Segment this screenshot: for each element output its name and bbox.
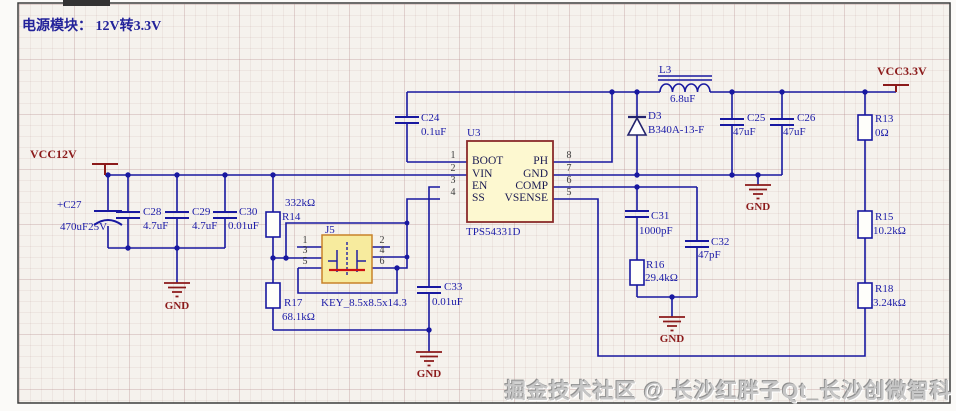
r18-value[interactable]: 3.24kΩ <box>873 297 906 309</box>
u3-pin8-number: 8 <box>566 150 572 161</box>
j5-pin1-number: 1 <box>302 235 308 246</box>
gnd-symbols[interactable] <box>164 184 771 367</box>
gnd-label-1[interactable]: GND <box>164 300 190 312</box>
u3-pin-vin: VIN <box>472 168 493 180</box>
vcc12v-port-icon <box>92 163 118 175</box>
u3-designator[interactable]: U3 <box>467 127 481 139</box>
c25-value[interactable]: 47uF <box>733 126 756 138</box>
key-switch-j5-symbol[interactable] <box>321 234 373 284</box>
r17-designator[interactable]: R17 <box>284 297 303 309</box>
wires[interactable] <box>105 91 896 357</box>
j5-designator[interactable]: J5 <box>325 224 335 236</box>
j5-pin4-number: 4 <box>379 245 385 256</box>
diode-d3-symbol[interactable] <box>626 115 648 136</box>
c28-value[interactable]: 4.7uF <box>143 220 169 232</box>
c32-designator[interactable]: C32 <box>711 236 730 248</box>
c30-value[interactable]: 0.01uF <box>228 220 259 232</box>
u3-pin4-number: 4 <box>450 187 456 198</box>
j5-pin3-number: 3 <box>302 245 308 256</box>
gnd-label-3[interactable]: GND <box>659 333 685 345</box>
c27-designator[interactable]: +C27 <box>57 199 82 211</box>
u3-pin3-number: 3 <box>450 175 456 186</box>
j5-pin6-number: 6 <box>379 256 385 267</box>
c31-value[interactable]: 1000pF <box>639 225 673 237</box>
u3-part[interactable]: TPS54331D <box>466 226 521 238</box>
c30-designator[interactable]: C30 <box>239 206 258 218</box>
r16-value[interactable]: 29.4kΩ <box>645 272 678 284</box>
c33-value[interactable]: 0.01uF <box>432 296 463 308</box>
c28-designator[interactable]: C28 <box>143 206 162 218</box>
u3-pin-ss: SS <box>472 192 485 204</box>
capacitor-symbols[interactable] <box>93 116 794 294</box>
resistor-symbols[interactable] <box>265 114 873 309</box>
gnd-icon-2 <box>745 184 771 200</box>
watermark: 掘金技术社区 @ 长沙红胖子Qt_长沙创微智科 <box>504 380 952 403</box>
c25-designator[interactable]: C25 <box>747 112 766 124</box>
d3-designator[interactable]: D3 <box>648 110 662 122</box>
r17-value[interactable]: 68.1kΩ <box>282 311 315 323</box>
j5-pin5-number: 5 <box>302 256 308 267</box>
u3-pin-ph: PH <box>533 155 548 167</box>
r16-designator[interactable]: R16 <box>646 259 665 271</box>
u3-pin6-number: 6 <box>566 175 572 186</box>
u3-pin-gnd: GND <box>523 168 548 180</box>
c29-value[interactable]: 4.7uF <box>192 220 218 232</box>
u3-pin-comp: COMP <box>515 180 548 192</box>
ic-u3-symbol[interactable] <box>466 140 554 223</box>
u3-pin-vsense: VSENSE <box>504 192 548 204</box>
u3-pin1-number: 1 <box>450 150 456 161</box>
c31-designator[interactable]: C31 <box>651 210 670 222</box>
j5-part[interactable]: KEY_8.5x8.5x14.3 <box>321 297 407 309</box>
inductor-l3-symbol[interactable] <box>658 75 712 93</box>
c26-designator[interactable]: C26 <box>797 112 816 124</box>
c27-value[interactable]: 470uF25V <box>60 221 108 233</box>
r13-designator[interactable]: R13 <box>875 113 894 125</box>
c33-designator[interactable]: C33 <box>444 281 463 293</box>
j5-pin2-number: 2 <box>379 235 385 246</box>
sheet-title: 电源模块： 12V转3.3V <box>22 19 162 34</box>
sheet-border <box>17 0 951 404</box>
c24-designator[interactable]: C24 <box>421 112 440 124</box>
u3-pin7-number: 7 <box>566 163 572 174</box>
u3-pin-boot: BOOT <box>472 155 504 167</box>
u3-pin5-number: 5 <box>566 187 572 198</box>
r15-value[interactable]: 10.2kΩ <box>873 225 906 237</box>
gnd-label-2[interactable]: GND <box>745 201 771 213</box>
r18-designator[interactable]: R18 <box>875 283 894 295</box>
vcc12v-port-label[interactable]: VCC12V <box>30 147 77 161</box>
c29-designator[interactable]: C29 <box>192 206 211 218</box>
c26-value[interactable]: 47uF <box>783 126 806 138</box>
c32-value[interactable]: 47pF <box>698 249 721 261</box>
r13-value[interactable]: 0Ω <box>875 127 889 139</box>
u3-pin-en: EN <box>472 180 488 192</box>
r15-designator[interactable]: R15 <box>875 211 894 223</box>
gnd-icon-4 <box>416 351 442 367</box>
gnd-label-4[interactable]: GND <box>416 368 442 380</box>
vcc33-port-label[interactable]: VCC3.3V <box>877 64 927 78</box>
power-port-symbols[interactable] <box>92 84 909 175</box>
u3-pin2-number: 2 <box>450 163 456 174</box>
r14-designator[interactable]: R14 <box>282 211 301 223</box>
c24-value[interactable]: 0.1uF <box>421 126 447 138</box>
l3-value[interactable]: 6.8uF <box>670 93 696 105</box>
vcc33-port-icon <box>883 84 909 92</box>
junction-dots <box>105 89 868 333</box>
gnd-icon-3 <box>659 316 685 332</box>
l3-designator[interactable]: L3 <box>659 64 672 76</box>
d3-value[interactable]: B340A-13-F <box>648 124 705 136</box>
gnd-icon-1 <box>164 282 190 298</box>
r14-value[interactable]: 332kΩ <box>285 197 316 209</box>
